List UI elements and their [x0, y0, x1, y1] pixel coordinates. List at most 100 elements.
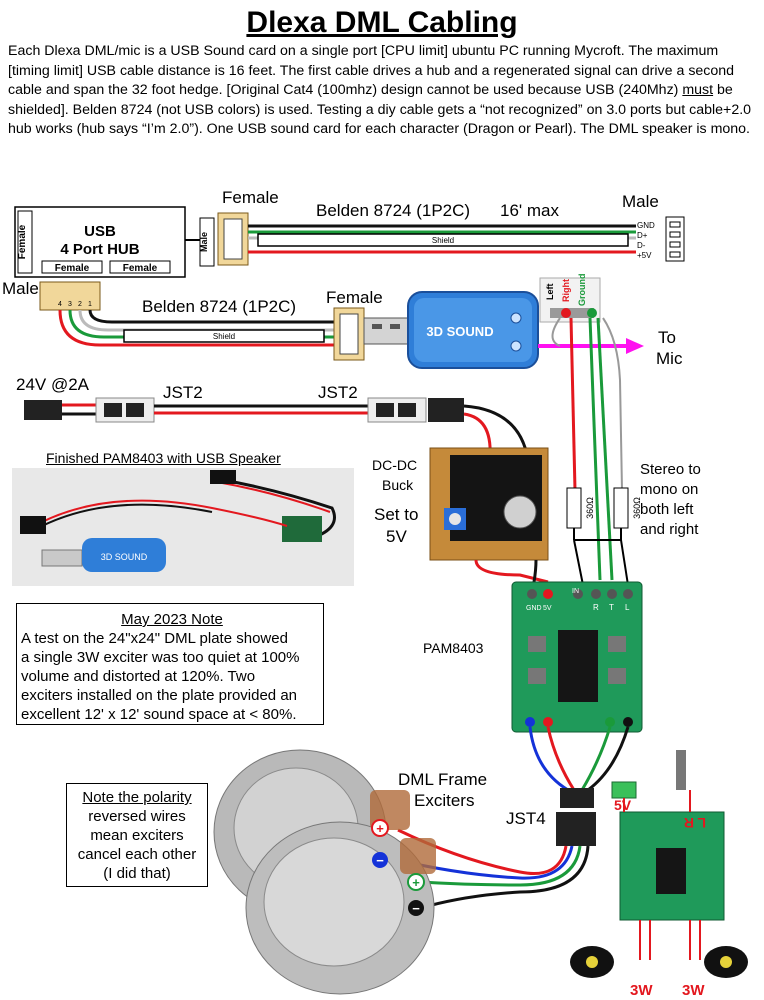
intro-emphasis: must: [682, 82, 714, 98]
cable2-pin-3: 3: [68, 301, 72, 308]
polarity-note: Note the polarity reversed wires mean ex…: [66, 783, 208, 887]
mini-speaker-left: [704, 946, 748, 978]
amp-pin-5v: 5V: [543, 605, 552, 612]
polarity-note-heading: Note the polarity: [82, 789, 192, 806]
stereo-note-4: and right: [640, 521, 699, 538]
intro-text-b: be shielded]. Belden 8724 (not USB color…: [8, 82, 752, 137]
amp-pin-gnd: GND: [526, 605, 542, 612]
amp-pin-r: R: [593, 603, 599, 612]
mini-board-l: L: [697, 815, 706, 831]
exciter-2-plus: +: [407, 873, 425, 891]
mini-amp-board: 5V R L: [611, 750, 725, 960]
hub-side-label: Female: [17, 224, 28, 259]
may-note-line-3: volume and distorted at 120%. Two: [21, 668, 256, 685]
jst4-connector: [556, 788, 596, 846]
audio-jack: Left Right Ground: [539, 274, 601, 323]
jst-b-label: JST2: [318, 383, 358, 402]
cable1-left-conn: Female: [222, 188, 279, 207]
hub-male-tab: Male: [199, 232, 209, 252]
cable1-label: Belden 8724 (1P2C): [316, 201, 470, 220]
cable-1: Female Shield Belden 8724 (1P2C) 16' max…: [217, 188, 685, 266]
cable2-pin-4: 4: [58, 301, 62, 308]
jack-ground-label: Ground: [577, 274, 587, 307]
amp-pin-t: T: [609, 603, 614, 612]
soundcard-label: 3D SOUND: [426, 324, 493, 339]
cable1-pin-dplus: D+: [637, 231, 648, 240]
resistor-1: 360Ω: [566, 487, 595, 529]
intro-paragraph: Each Dlexa DML/mic is a USB Sound card o…: [8, 42, 756, 140]
pam8403-board: GND 5V IN R T L: [511, 581, 643, 733]
cable2-right-conn: Female: [326, 288, 383, 307]
cable1-pin-dminus: D-: [637, 241, 646, 250]
amp-pin-l: L: [625, 603, 630, 612]
dc-dc-buck: [429, 447, 549, 561]
exciter-1-plus: +: [371, 819, 389, 837]
may-note-line-4: exciters installed on the plate provided…: [21, 687, 298, 704]
jst4-label: JST4: [506, 809, 546, 828]
svg-text:−: −: [412, 901, 420, 916]
exciter-1-minus: −: [372, 852, 388, 868]
photo-soundcard-label: 3D SOUND: [101, 552, 148, 562]
hub-title-2: 4 Port HUB: [60, 241, 139, 258]
cable1-length: 16' max: [500, 201, 559, 220]
stereo-note-3: both left: [640, 501, 694, 518]
mini-speaker-l-label: 3W: [682, 982, 705, 999]
amp-label: PAM8403: [423, 640, 484, 656]
cable1-male-connector: [665, 216, 685, 262]
cable1-shield-label: Shield: [432, 236, 454, 245]
svg-text:+: +: [412, 875, 420, 890]
polarity-note-line-1: reversed wires: [88, 808, 186, 825]
cable1-right-conn: Male: [622, 192, 659, 211]
may-note-line-2: a single 3W exciter was too quiet at 100…: [21, 649, 300, 666]
cable2-pin-2: 2: [78, 301, 82, 308]
page-title: Dlexa DML Cabling: [246, 6, 518, 39]
mini-speaker-r-label: 3W: [630, 982, 653, 999]
to-mic-line2: Mic: [656, 349, 683, 368]
stereo-note-1: Stereo to: [640, 461, 701, 478]
usb-hub: Female USB 4 Port HUB Female Female Male: [14, 206, 215, 278]
cable1-pin-5v: +5V: [637, 251, 652, 260]
power-supply-label: 24V @2A: [16, 375, 90, 394]
polarity-note-line-3: cancel each other: [77, 846, 197, 863]
resistor-2: 360Ω: [613, 487, 642, 529]
cable2-left-conn: Male: [2, 279, 39, 298]
may-note-line-1: A test on the 24"x24" DML plate showed: [21, 630, 288, 647]
hub-port-label-2: Female: [123, 263, 158, 274]
buck-set-2: 5V: [386, 527, 407, 546]
amp-pin-in: IN: [572, 588, 579, 595]
usb-plug: [363, 317, 411, 345]
stereo-note-2: mono on: [640, 481, 698, 498]
buck-label-2: Buck: [382, 477, 414, 493]
cable-2: Male 4 3 2 1 Shield Belden 8724 (1P2C) F…: [2, 279, 411, 361]
resistor-1-value: 360Ω: [585, 497, 595, 519]
resistor-2-value: 360Ω: [632, 497, 642, 519]
buck-label-1: DC-DC: [372, 457, 417, 473]
cable2-label: Belden 8724 (1P2C): [142, 297, 296, 316]
jst-a-label: JST2: [163, 383, 203, 402]
buck-set-1: Set to: [374, 505, 418, 524]
mini-speaker-right: [570, 946, 614, 978]
exciters-label-1: DML Frame: [398, 770, 487, 789]
may-note-heading: May 2023 Note: [121, 611, 223, 628]
dml-exciters: [213, 749, 436, 995]
polarity-note-line-4: (I did that): [103, 865, 171, 882]
svg-text:−: −: [376, 853, 384, 868]
intro-text-a: Each Dlexa DML/mic is a USB Sound card o…: [8, 43, 735, 98]
may-2023-note: May 2023 Note A test on the 24"x24" DML …: [16, 603, 324, 725]
photo-caption: Finished PAM8403 with USB Speaker: [46, 450, 281, 466]
jack-left-label: Left: [545, 284, 555, 301]
hub-title-1: USB: [84, 223, 116, 240]
usb-sound-card: 3D SOUND: [407, 291, 539, 369]
to-mic-line1: To: [658, 328, 676, 347]
cable2-shield-label: Shield: [213, 332, 235, 341]
hub-port-label-1: Female: [55, 263, 90, 274]
cable1-pin-gnd: GND: [637, 221, 655, 230]
exciter-2-minus: −: [408, 900, 424, 916]
cable2-pin-1: 1: [88, 301, 92, 308]
exciters-label-2: Exciters: [414, 791, 474, 810]
cable2-male-connector: [39, 281, 101, 311]
to-mic-arrow: [538, 338, 644, 354]
polarity-note-line-2: mean exciters: [90, 827, 184, 844]
may-note-line-5: excellent 12' x 12' sound space at < 80%…: [21, 706, 297, 723]
